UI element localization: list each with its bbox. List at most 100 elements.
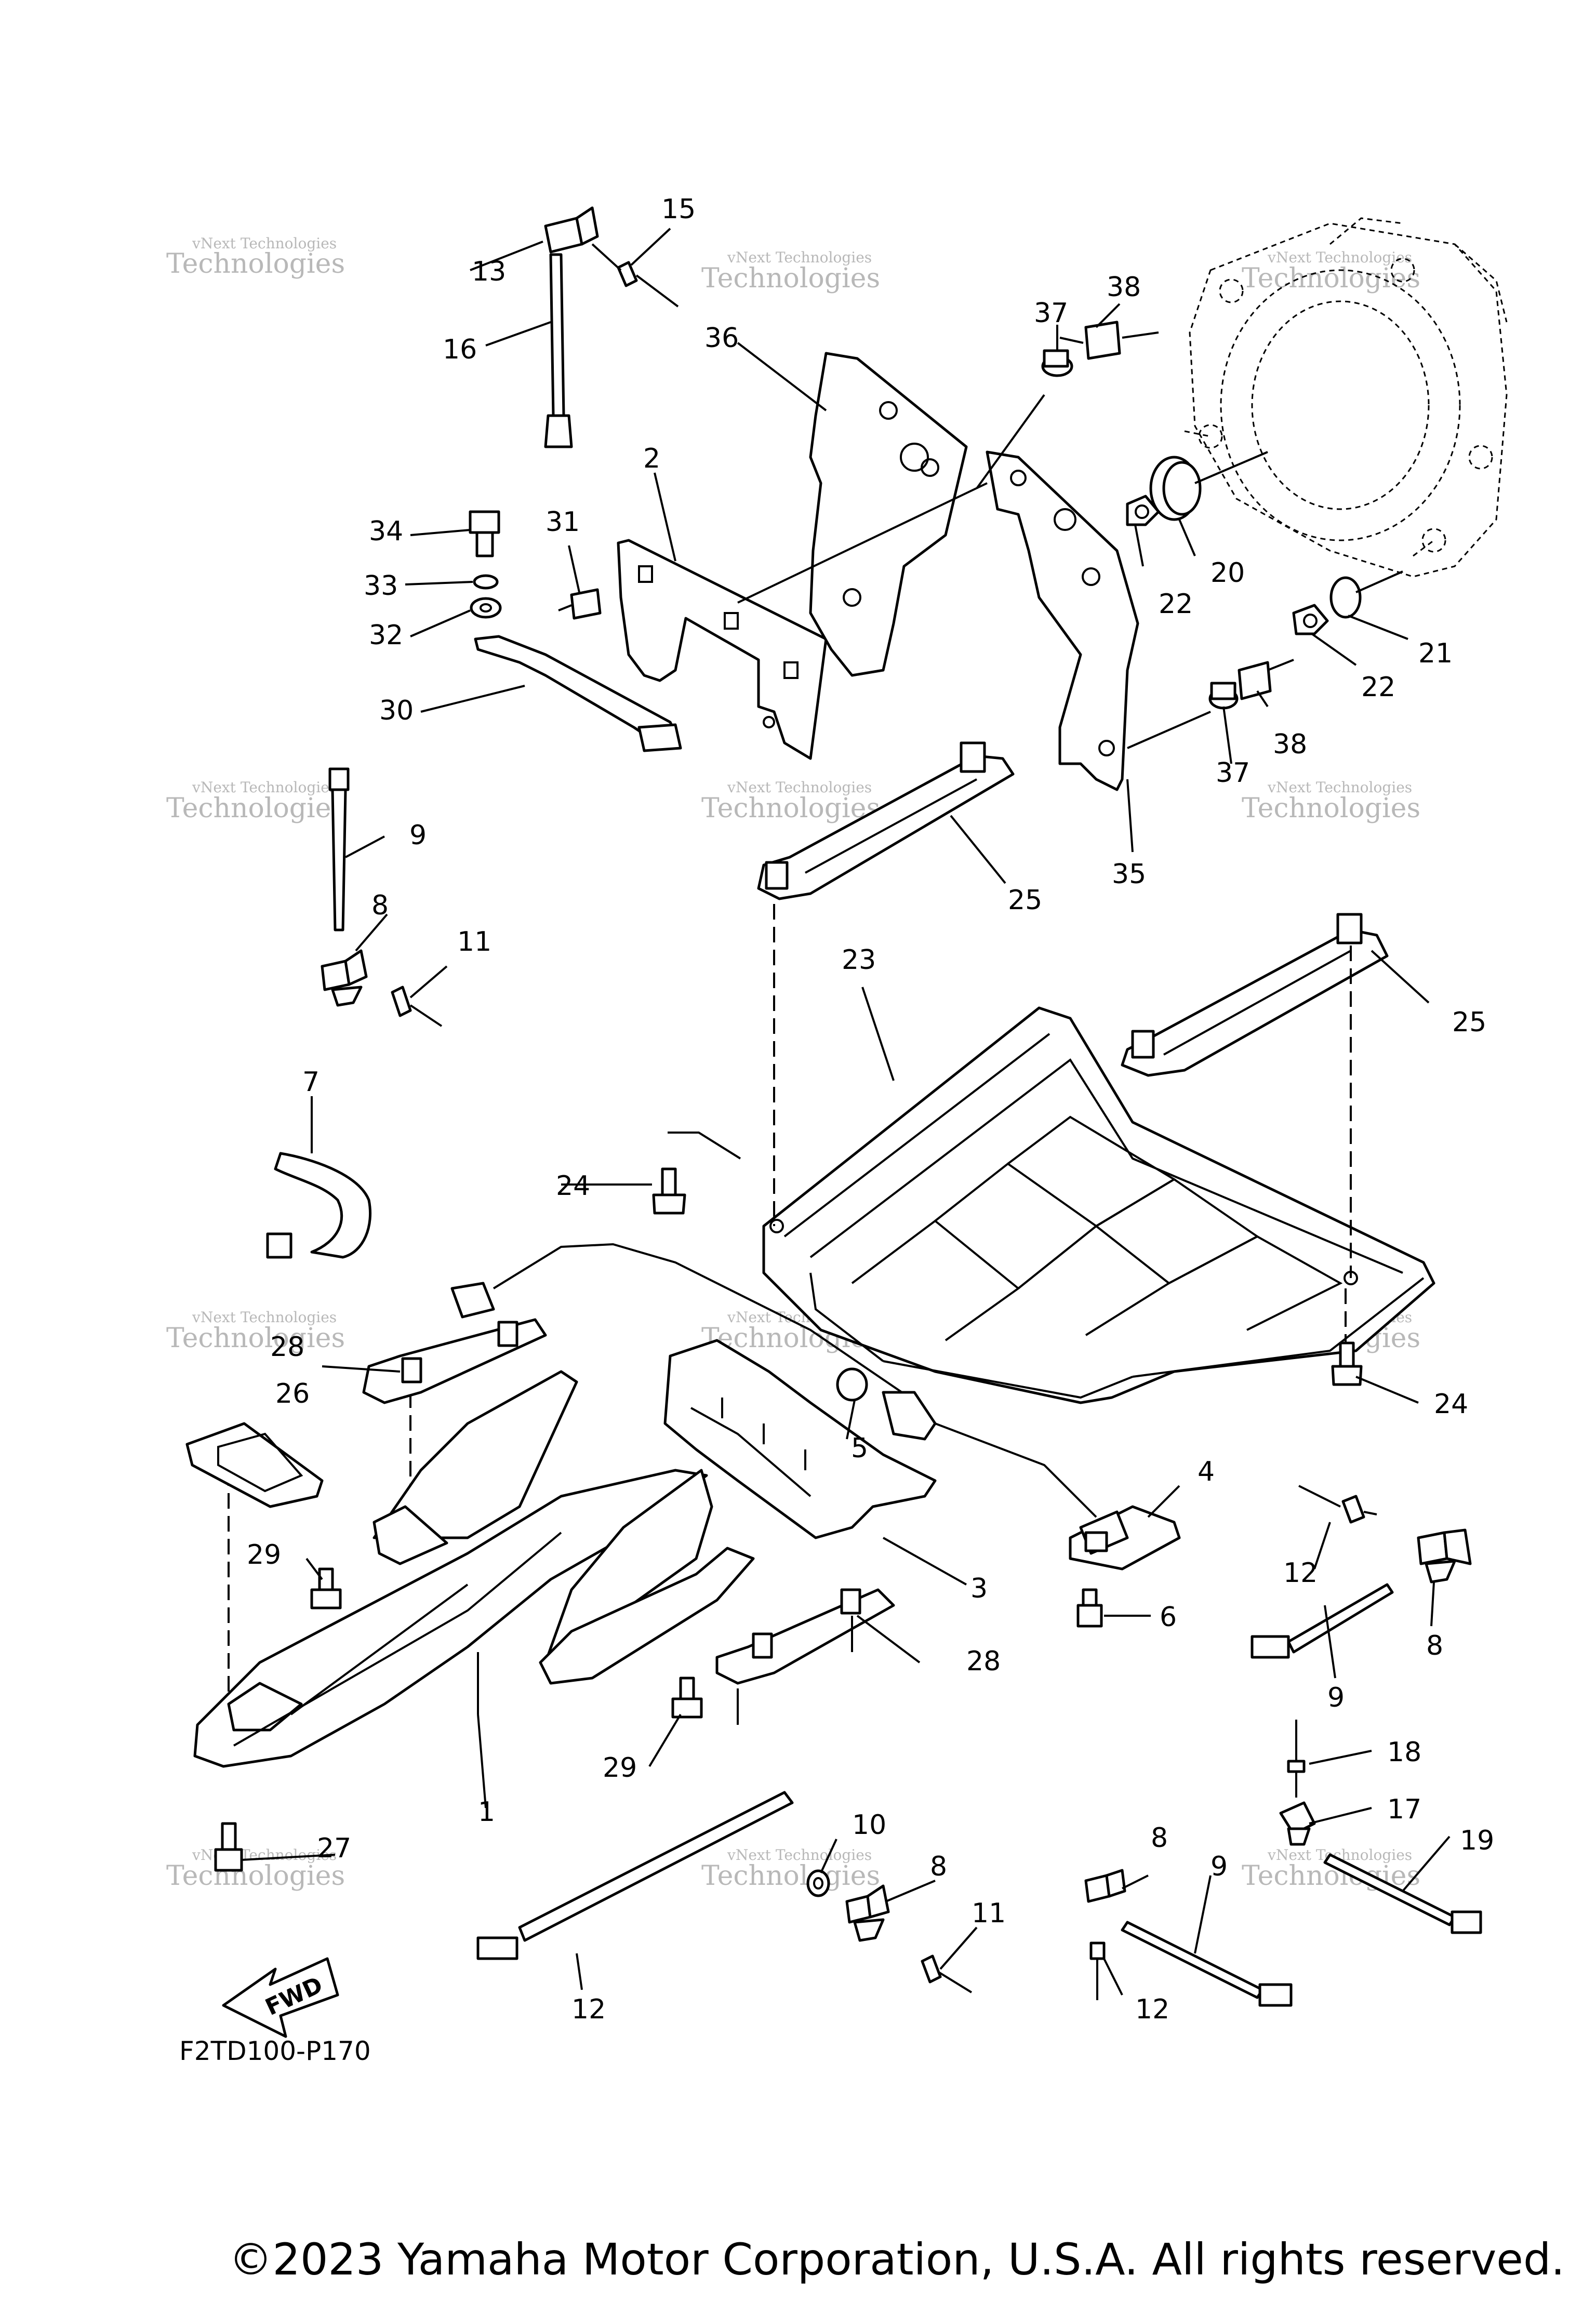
callout-9-right: 9 [1327, 1682, 1345, 1713]
callout-12-lower: 12 [1135, 1994, 1169, 2025]
svg-text:vNext Technologies: vNext Technologies [1267, 779, 1412, 796]
callout-16: 16 [443, 334, 477, 365]
callout-8-right: 8 [1426, 1630, 1443, 1661]
callout-30: 30 [379, 695, 414, 726]
fwd-arrow-icon: FWD [222, 1957, 339, 2038]
callout-31: 31 [546, 507, 580, 538]
bracket-4 [1069, 1505, 1181, 1571]
callout-24-right: 24 [1434, 1389, 1468, 1420]
rivet-15 [591, 243, 679, 308]
callout-12-upper: 12 [1283, 1558, 1318, 1589]
callout-13: 12 [571, 1994, 606, 2025]
frame-23 [762, 1006, 1435, 1404]
sponson-3 [663, 1339, 937, 1539]
callout-2: 2 [643, 443, 660, 474]
wire-clip-14 [544, 206, 599, 254]
svg-text:Technologies: Technologies [166, 793, 345, 824]
callout-33: 33 [364, 570, 398, 602]
cable-tie-19 [1323, 1853, 1482, 1934]
rivet-12-upper [1298, 1485, 1377, 1524]
svg-text:Technologies: Technologies [166, 1860, 345, 1892]
callout-19: 19 [1460, 1825, 1494, 1856]
svg-text:vNext Technologies: vNext Technologies [727, 779, 872, 796]
nut-22-top [1126, 495, 1160, 526]
callout-28-left: 28 [270, 1332, 304, 1363]
intake-1 [193, 1370, 755, 1768]
callout-38-top: 38 [1107, 272, 1141, 303]
cable-5 [450, 1243, 1097, 1518]
strap-7 [266, 1152, 372, 1259]
bolt-24-right [1331, 1341, 1363, 1386]
callout-7: 7 [302, 1067, 320, 1098]
callout-9-bottom-right: 9 [1211, 1851, 1228, 1882]
callout-29-left: 29 [247, 1539, 281, 1571]
callout-36: 36 [704, 323, 739, 354]
callout-22-upper: 22 [1159, 589, 1193, 620]
svg-text:Technologies: Technologies [701, 1860, 880, 1892]
washer-33 [473, 574, 499, 590]
callout-22-lower: 22 [1361, 672, 1395, 703]
washer-21 [1329, 570, 1403, 619]
svg-text:Technologies: Technologies [166, 1323, 345, 1354]
bolt-38-bottom [1238, 659, 1294, 700]
callout-8-bottom-right: 8 [1151, 1822, 1168, 1854]
gasket-35 [986, 450, 1139, 791]
cable-tie-9-bottom-right [1121, 1921, 1293, 2007]
wire-clip-8-bottom-middle [845, 1884, 890, 1942]
nut-22-bottom [1292, 604, 1329, 635]
svg-text:vNext Technologies: vNext Technologies [192, 1309, 337, 1326]
plate-26 [185, 1422, 324, 1508]
bracket-30 [474, 635, 682, 752]
clip-17 [1279, 1801, 1316, 1846]
svg-text:Technologies: Technologies [701, 263, 880, 294]
svg-text:Technologies: Technologies [701, 793, 880, 824]
rail-25-upper [757, 741, 1015, 900]
rivet-11-bottom [921, 1954, 973, 1993]
washer-37-top [1041, 349, 1073, 377]
cable-tie-13 [476, 1791, 794, 1960]
callout-3: 3 [970, 1573, 988, 1604]
callout-4: 4 [1198, 1456, 1215, 1487]
copyright-notice: ©2023 Yamaha Motor Corporation, U.S.A. A… [229, 2234, 1565, 2285]
svg-text:vNext Technologies: vNext Technologies [727, 1846, 872, 1864]
svg-text:vNext Technologies: vNext Technologies [192, 235, 337, 252]
callout-15: 15 [661, 194, 696, 225]
callout-23: 23 [842, 944, 876, 976]
callout-38-bottom: 38 [1273, 729, 1307, 760]
callout-8-bottom-middle: 8 [930, 1851, 947, 1882]
callout-20: 20 [1211, 557, 1245, 589]
cable-tie-9-right [1251, 1583, 1394, 1659]
wire-clip-8-right [1417, 1528, 1472, 1584]
bolt-6 [1076, 1588, 1103, 1628]
callout-1: 1 [478, 1797, 495, 1828]
callout-5: 5 [851, 1433, 868, 1464]
svg-text:Technologies: Technologies [1242, 793, 1420, 824]
callout-11-bottom: 11 [972, 1898, 1006, 1929]
callout-14: 13 [472, 256, 506, 287]
bolt-24-left [652, 1132, 741, 1215]
callout-25-right: 25 [1452, 1007, 1486, 1038]
callout-6: 6 [1160, 1602, 1177, 1633]
callout-32: 32 [369, 620, 403, 651]
washer-37-bottom [1208, 682, 1239, 710]
svg-text:vNext Technologies: vNext Technologies [1267, 249, 1412, 266]
callout-18: 18 [1387, 1737, 1421, 1768]
bolt-31 [558, 588, 602, 620]
svg-text:vNext Technologies: vNext Technologies [727, 249, 872, 266]
svg-text:Technologies: Technologies [1242, 263, 1420, 294]
callout-21: 21 [1418, 638, 1453, 669]
callout-8-left: 8 [371, 890, 389, 921]
svg-text:vNext Technologies: vNext Technologies [192, 779, 337, 796]
callout-37-top: 37 [1034, 298, 1068, 329]
cable-tie-16 [544, 253, 573, 448]
rail-25-right [1121, 913, 1389, 1077]
diagram-code: F2TD100-P170 [179, 2036, 371, 2066]
gasket-36 [809, 352, 968, 677]
callout-37-bottom: 37 [1216, 757, 1250, 789]
bolt-34 [469, 510, 500, 557]
bracket-2 [617, 539, 828, 760]
leader-lines [241, 228, 1451, 1995]
washer-32 [470, 597, 502, 619]
callout-24-left: 24 [556, 1170, 590, 1202]
